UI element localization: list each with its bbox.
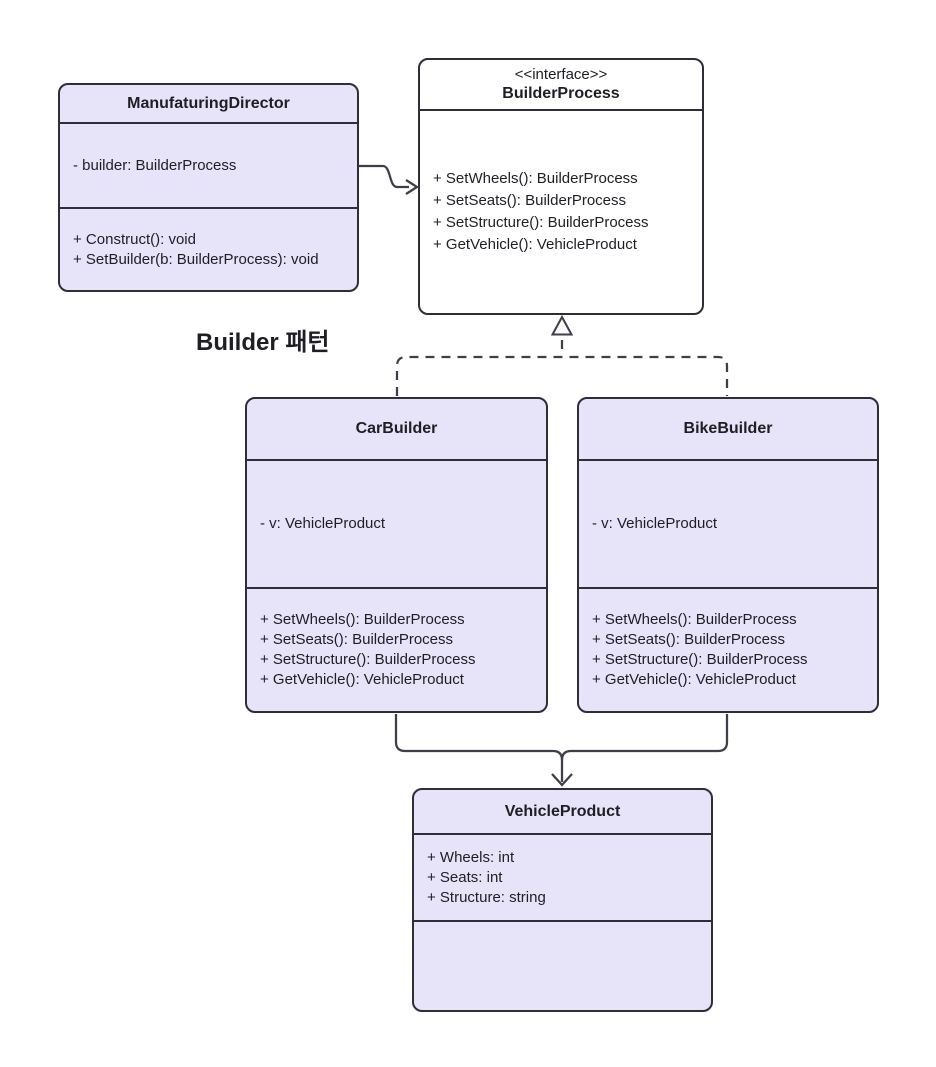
arrow-builders-to-vehicleproduct bbox=[394, 714, 729, 787]
member-line: + SetStructure(): BuilderProcess bbox=[433, 214, 649, 231]
member-line: + SetStructure(): BuilderProcess bbox=[260, 651, 476, 668]
member-line: + SetSeats(): BuilderProcess bbox=[433, 192, 627, 209]
member-line: + SetWheels(): BuilderProcess bbox=[260, 611, 465, 628]
diagram-title: Builder 패턴 bbox=[196, 329, 330, 356]
member-line: + GetVehicle(): VehicleProduct bbox=[260, 671, 464, 688]
attributes-bike-builder: - v: VehicleProduct bbox=[579, 459, 877, 587]
class-name-manufaturing-director: ManufaturingDirector bbox=[127, 94, 290, 112]
methods-builder-process: + SetWheels(): BuilderProcess + SetSeats(… bbox=[420, 109, 702, 313]
methods-car-builder: + SetWheels(): BuilderProcess + SetSeats(… bbox=[247, 587, 546, 711]
class-name-car-builder: CarBuilder bbox=[355, 420, 438, 437]
interface-box-builder-process: <<interface>> BuilderProcess + SetWheels… bbox=[418, 58, 704, 315]
methods-vehicle-product bbox=[414, 920, 711, 1010]
member-line: + SetStructure(): BuilderProcess bbox=[592, 651, 808, 668]
member-line: + SetSeats(): BuilderProcess bbox=[592, 631, 786, 648]
class-box-vehicle-product: VehicleProduct + Wheels: int + Seats: int… bbox=[412, 788, 713, 1012]
member-line: + GetVehicle(): VehicleProduct bbox=[433, 236, 637, 253]
member-line: + Wheels: int bbox=[427, 848, 515, 866]
class-name-vehicle-product: VehicleProduct bbox=[504, 802, 621, 820]
interface-title: <<interface>> BuilderProcess bbox=[420, 60, 702, 109]
open-arrowhead-icon bbox=[405, 179, 420, 195]
association-arrow-director-to-builderprocess bbox=[359, 164, 420, 195]
interface-name-builder-process: BuilderProcess bbox=[502, 85, 620, 102]
member-line: + SetWheels(): BuilderProcess bbox=[592, 611, 797, 628]
member-line: + GetVehicle(): VehicleProduct bbox=[592, 671, 796, 688]
methods-manufaturing-director: + Construct(): void + SetBuilder(b: Build… bbox=[60, 207, 357, 290]
class-box-car-builder: CarBuilder - v: VehicleProduct + SetWhee… bbox=[245, 397, 548, 713]
attributes-vehicle-product: + Wheels: int + Seats: int + Structure: st… bbox=[414, 833, 711, 920]
member-line: - builder: BuilderProcess bbox=[73, 156, 237, 174]
hollow-triangle-icon bbox=[550, 314, 574, 336]
member-line: + Structure: string bbox=[427, 888, 546, 906]
member-line: - v: VehicleProduct bbox=[592, 515, 718, 532]
class-name-bike-builder: BikeBuilder bbox=[683, 420, 773, 437]
member-line: + SetWheels(): BuilderProcess bbox=[433, 170, 638, 187]
member-line: + Construct(): void bbox=[73, 230, 196, 248]
open-arrowhead-icon bbox=[551, 773, 573, 787]
member-line: + SetBuilder(b: BuilderProcess): void bbox=[73, 250, 319, 268]
interface-stereotype: <<interface>> bbox=[514, 66, 608, 83]
class-box-manufaturing-director: ManufaturingDirector - builder: BuilderP… bbox=[58, 83, 359, 292]
attributes-manufaturing-director: - builder: BuilderProcess bbox=[60, 122, 357, 207]
methods-bike-builder: + SetWheels(): BuilderProcess + SetSeats(… bbox=[579, 587, 877, 711]
member-line: + SetSeats(): BuilderProcess bbox=[260, 631, 454, 648]
member-line: - v: VehicleProduct bbox=[260, 515, 386, 532]
member-line: + Seats: int bbox=[427, 868, 503, 886]
realization-connector-builders-to-builderprocess bbox=[395, 314, 729, 396]
attributes-car-builder: - v: VehicleProduct bbox=[247, 459, 546, 587]
class-box-bike-builder: BikeBuilder - v: VehicleProduct + SetWhe… bbox=[577, 397, 879, 713]
